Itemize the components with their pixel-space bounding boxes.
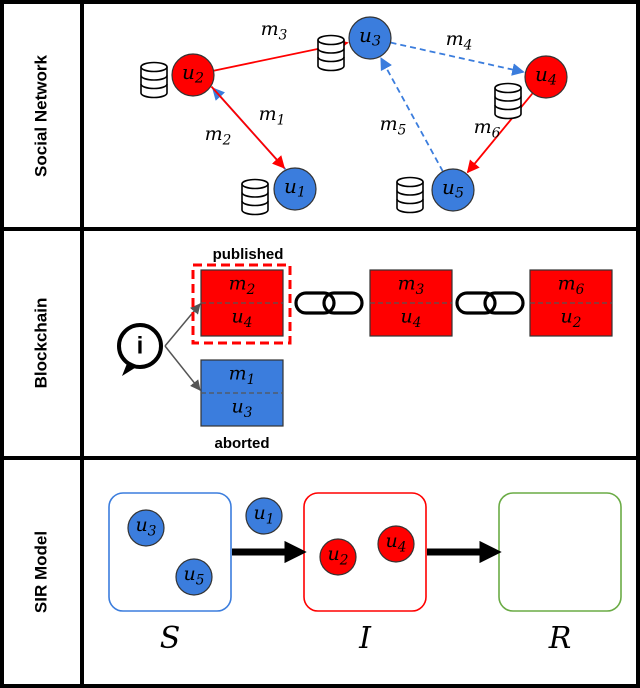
info-icon-glyph: i (137, 332, 144, 359)
block-1-message: m2 (229, 273, 256, 298)
published-label: published (213, 246, 284, 263)
sir-node-u4 (377, 525, 415, 563)
block-3-user: u2 (561, 306, 582, 331)
sir-box-s (108, 492, 232, 612)
published-highlight-box (191, 263, 292, 345)
info-to-published-arrow (164, 303, 201, 347)
edge-label-m6: m6 (474, 116, 501, 141)
node-u4 (524, 55, 568, 99)
edge-m4 (390, 41, 525, 76)
chain-link-icon-1 (294, 291, 364, 315)
sir-node-u5 (175, 558, 213, 596)
sir-transit-label-u1: u1 (254, 502, 275, 527)
edge-m2 (210, 86, 285, 169)
social-network-nodes: u2 u3 u4 u1 u5 (171, 16, 568, 212)
node-label-u5: u5 (442, 175, 464, 202)
edge-label-m2: m2 (205, 123, 232, 148)
social-network-databases (140, 34, 522, 216)
chain-link-icon-2 (455, 291, 525, 315)
sir-box-r (498, 492, 622, 612)
panel-label-blockchain: Blockchain (31, 298, 50, 389)
node-u2 (171, 53, 215, 97)
sir-node-label-u4: u4 (386, 530, 407, 555)
social-network-edge-labels: m1 m2 m3 m4 m5 m6 (205, 18, 501, 148)
node-label-u1: u1 (284, 174, 306, 201)
node-u3 (348, 16, 392, 60)
aborted-block-user: u3 (232, 396, 253, 421)
sir-label-r: R (548, 621, 572, 656)
sir-node-u2 (319, 538, 357, 576)
info-icon: i (117, 323, 163, 376)
block-2-user: u4 (401, 306, 422, 331)
aborted-block-message: m1 (229, 363, 256, 388)
block-2-message: m3 (398, 273, 425, 298)
edge-label-m4: m4 (446, 28, 473, 53)
sir-node-u3 (127, 509, 165, 547)
aborted-label: aborted (214, 435, 269, 452)
node-u1 (273, 167, 317, 211)
sir-node-label-u2: u2 (328, 543, 349, 568)
edge-m6 (466, 92, 534, 174)
social-network-edges (210, 38, 534, 174)
edge-m5 (380, 57, 444, 173)
node-label-u4: u4 (535, 62, 557, 89)
sir-node-label-u5: u5 (184, 563, 205, 588)
sir-label-s: S (160, 621, 181, 656)
edge-label-m1: m1 (259, 103, 286, 128)
panel-label-social-network: Social Network (31, 55, 50, 177)
block-1-user: u4 (232, 306, 253, 331)
database-icon-u2 (140, 61, 168, 99)
sir-node-label-u3: u3 (136, 514, 157, 539)
node-label-u2: u2 (182, 60, 204, 87)
database-icon-u5 (396, 176, 424, 214)
edge-label-m3: m3 (261, 18, 288, 43)
node-u5 (431, 168, 475, 212)
database-icon-u3 (317, 34, 345, 72)
node-label-u3: u3 (359, 23, 381, 50)
database-icon-u4 (494, 82, 522, 120)
edge-label-m5: m5 (380, 113, 407, 138)
sir-transit-node-u1 (245, 497, 283, 535)
info-to-aborted-arrow (164, 345, 201, 391)
database-icon-u1 (241, 178, 269, 216)
sir-label-i: I (358, 621, 372, 656)
panel-label-sir-model: SIR Model (31, 531, 50, 613)
block-3-message: m6 (558, 273, 585, 298)
